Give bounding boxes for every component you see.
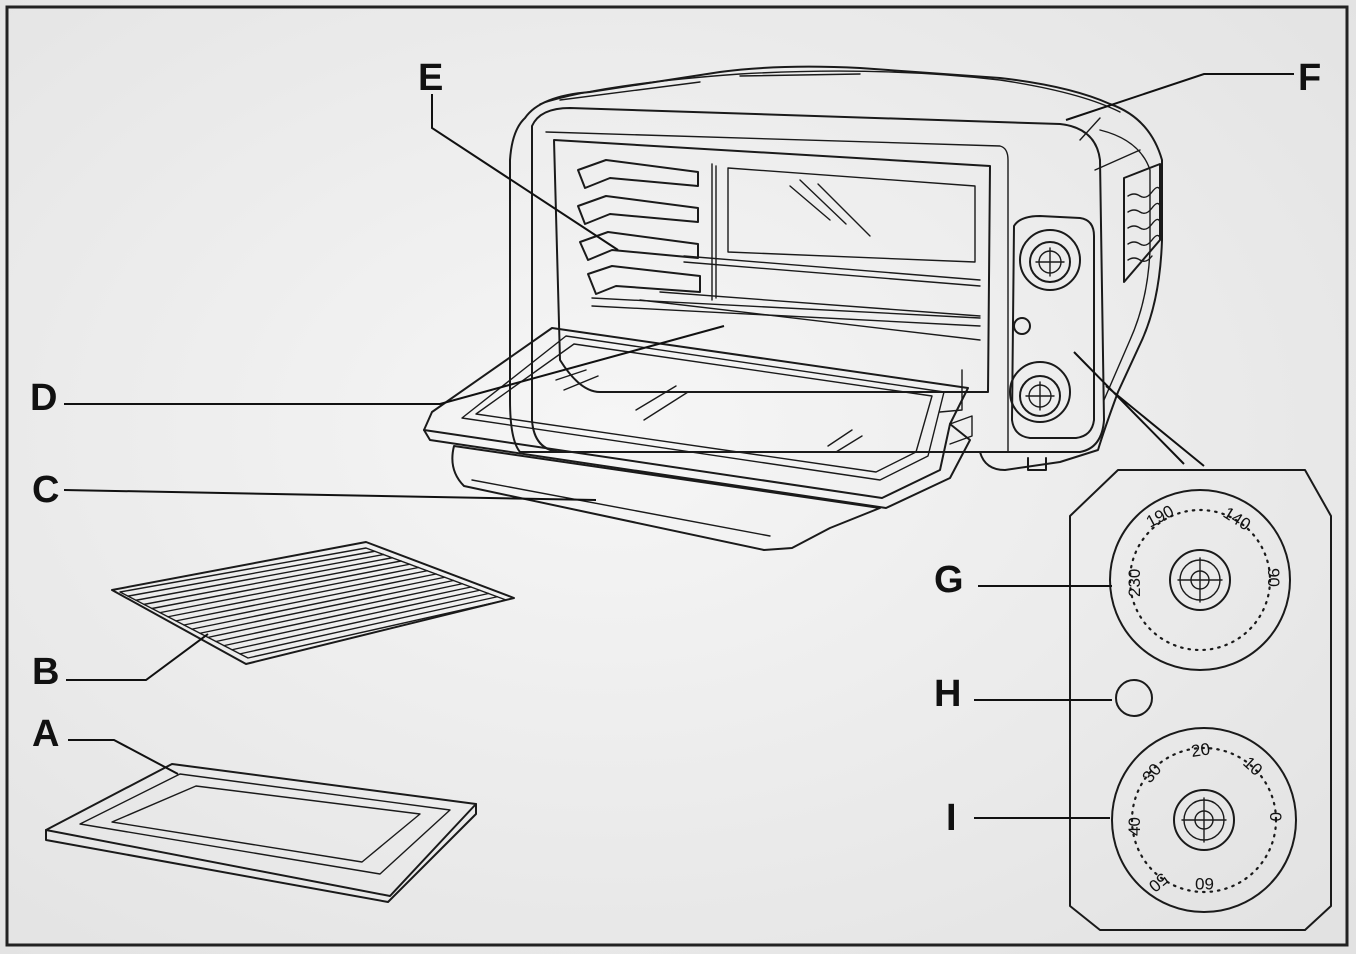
rack-bar xyxy=(151,560,402,610)
rack-bar xyxy=(191,576,446,630)
rack-bar xyxy=(183,573,437,626)
side-vent xyxy=(1123,163,1161,283)
oven-door-open xyxy=(423,327,969,499)
rack-bar xyxy=(207,583,463,639)
rack-bar xyxy=(159,563,411,614)
toaster-oven-illustration xyxy=(423,65,1163,551)
control-panel xyxy=(1011,215,1095,439)
rack-bar xyxy=(231,592,490,651)
label-d: D xyxy=(30,377,57,419)
timer-mark-40: 40 xyxy=(1125,817,1144,836)
rack-bar xyxy=(143,557,393,606)
rack-bar xyxy=(223,589,481,647)
timer-mark-0: 0 xyxy=(1266,812,1285,821)
diagram-frame xyxy=(5,5,1349,947)
timer-mark-60: 60 xyxy=(1195,874,1214,893)
oven-cavity xyxy=(553,139,991,393)
label-a: A xyxy=(32,713,59,755)
rack-bar xyxy=(167,566,420,618)
part-labels: E F D C B A G H I xyxy=(30,57,1321,839)
rack-rails xyxy=(577,159,699,189)
timer-mark-20: 20 xyxy=(1190,740,1211,761)
temp-mark-230: 230 xyxy=(1125,569,1144,597)
oven-housing xyxy=(509,65,1163,471)
label-h: H xyxy=(934,673,961,715)
power-indicator-light xyxy=(1115,679,1153,717)
label-f: F xyxy=(1298,57,1321,99)
rack-bar xyxy=(127,550,376,597)
rack-bar xyxy=(239,596,498,655)
baking-tray xyxy=(45,763,477,903)
label-c: C xyxy=(32,469,59,511)
temp-mark-90: 90 xyxy=(1264,568,1283,587)
timer-dial: 40 30 20 10 0 60 50 xyxy=(1111,727,1297,913)
crumb-tray-inserted xyxy=(451,445,881,551)
rack-bar xyxy=(199,579,455,634)
rack-bar xyxy=(175,570,428,622)
rack-bar xyxy=(215,586,472,643)
label-e: E xyxy=(418,57,443,99)
label-b: B xyxy=(32,651,59,693)
rack-bar xyxy=(135,553,385,601)
label-g: G xyxy=(934,559,964,601)
label-i: I xyxy=(946,797,957,839)
leader-lines xyxy=(63,73,1294,819)
